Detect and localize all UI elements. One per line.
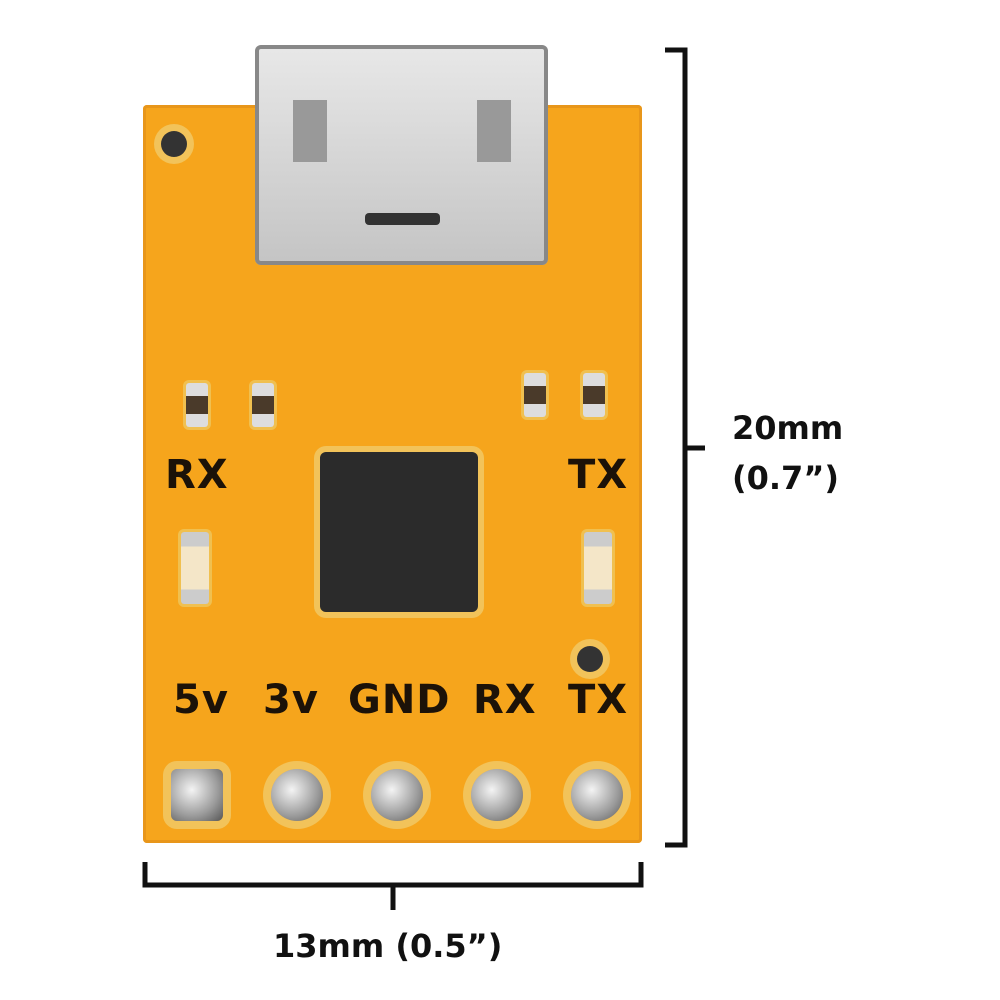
height-inch-label: (0.7”) [732,459,839,497]
resistor [583,373,605,417]
pin-label: GND [348,677,451,723]
usb-tab [293,100,327,162]
usb-tongue [365,213,440,225]
pin-pad [271,769,323,821]
pin-pad [571,769,623,821]
pin-pad [371,769,423,821]
tx-led [584,532,612,604]
mounting-hole [577,646,603,672]
resistor [524,373,546,417]
resistor [252,383,274,427]
pin-label: 5v [173,677,229,723]
pin-pad [471,769,523,821]
pin-label: RX [473,677,537,723]
height-mm-label: 20mm [732,409,844,447]
pin-label: 3v [263,677,319,723]
height-bracket [665,47,705,848]
pin-label: TX [568,677,629,723]
rx-led [181,532,209,604]
ic-chip [320,452,478,612]
width-label: 13mm (0.5”) [273,927,503,965]
usb-tab [477,100,511,162]
resistor [186,383,208,427]
mounting-hole [161,131,187,157]
usb-connector [255,45,548,265]
width-bracket [142,862,644,910]
label-rx-led: RX [165,452,229,498]
pin-pad [171,769,223,821]
label-tx-led: TX [568,452,629,498]
